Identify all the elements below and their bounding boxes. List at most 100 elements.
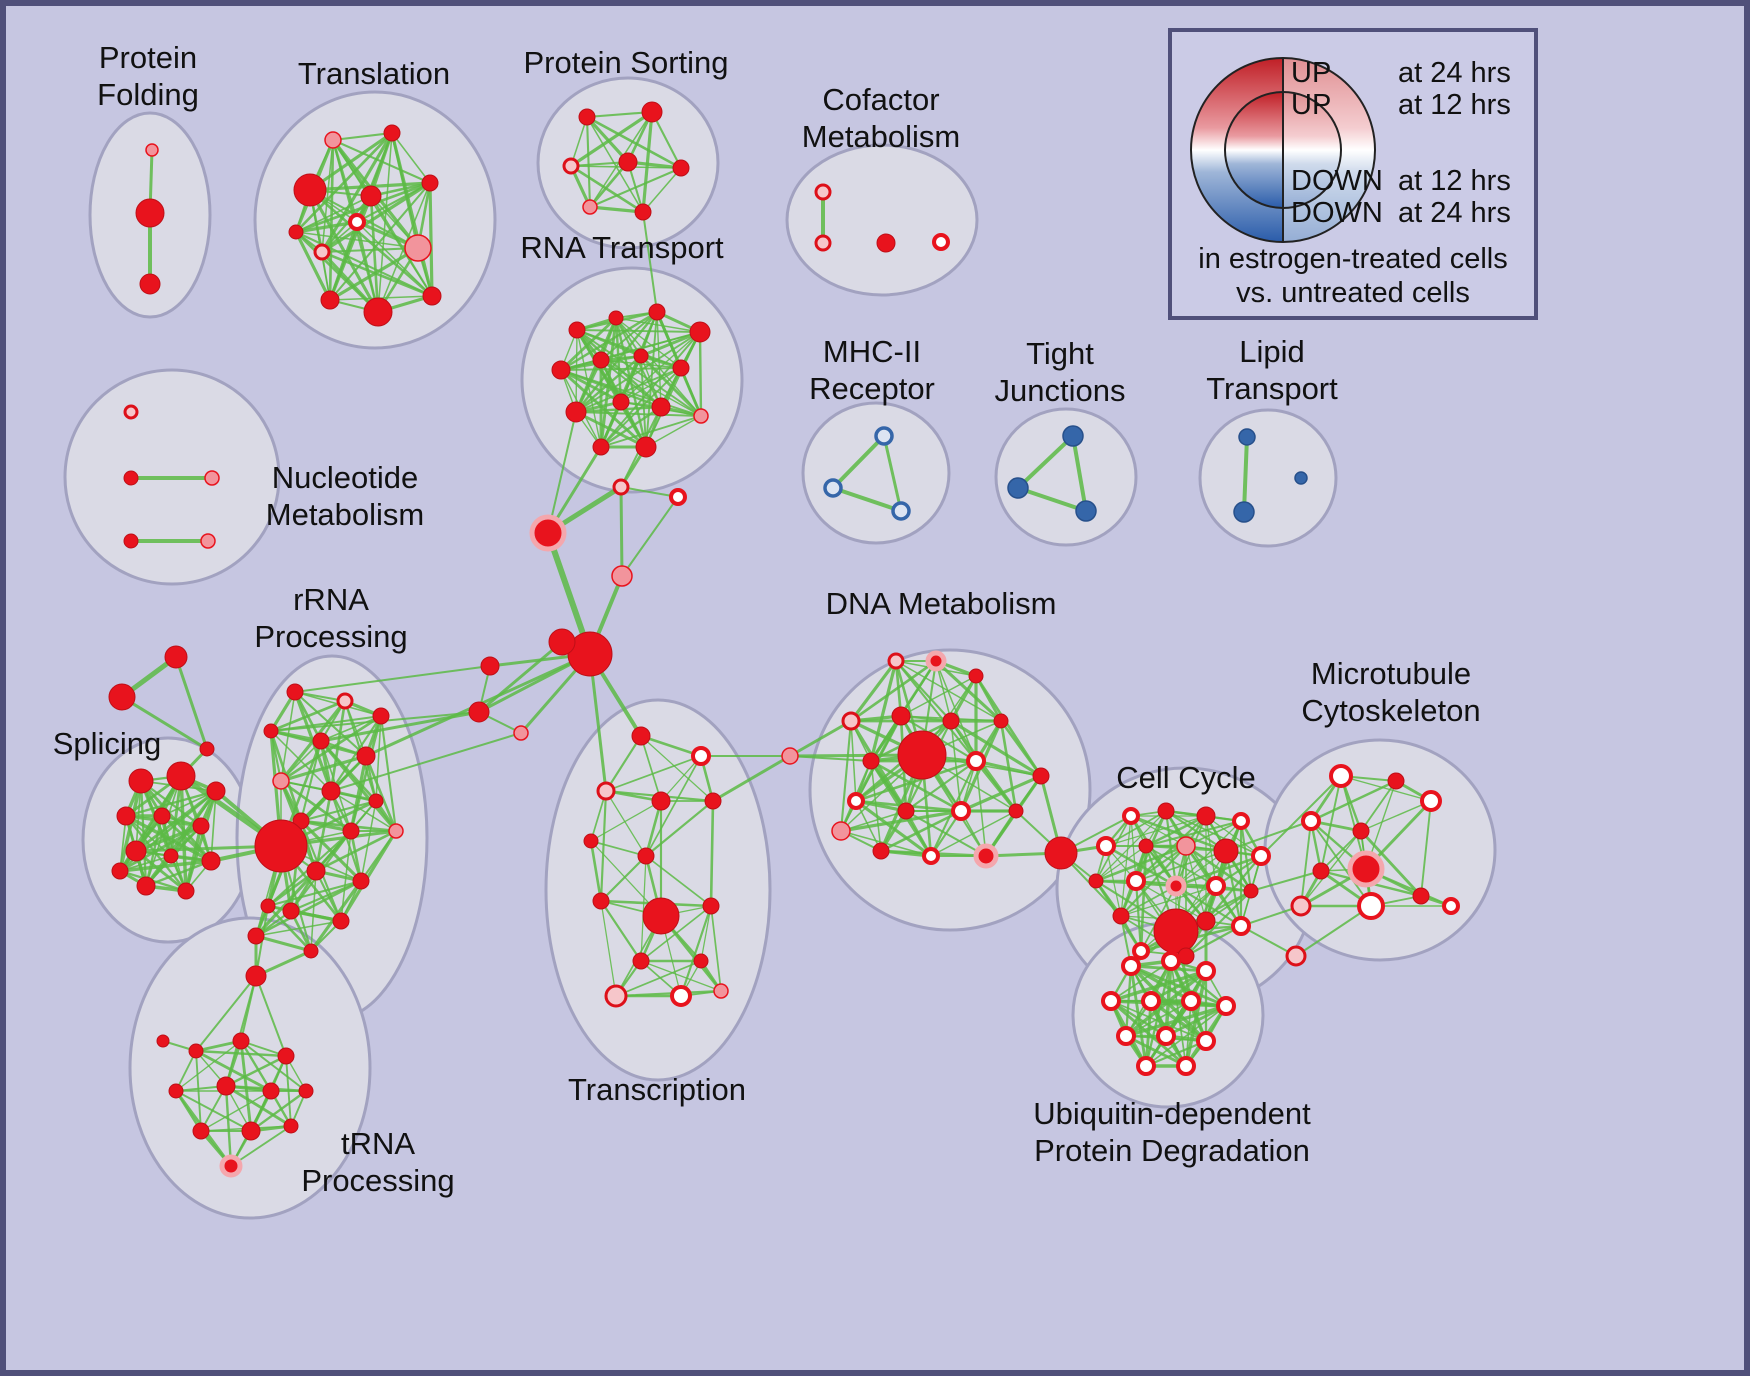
gene-node xyxy=(1196,911,1216,931)
gene-node xyxy=(669,488,687,506)
gene-node xyxy=(1088,873,1104,889)
gene-node xyxy=(168,1083,184,1099)
gene-node xyxy=(1136,1056,1156,1076)
interaction-edge xyxy=(599,789,608,903)
gene-node xyxy=(568,321,586,339)
interaction-edge xyxy=(330,732,522,792)
gene-node xyxy=(232,1032,250,1050)
gene-node xyxy=(693,408,709,424)
interaction-edge xyxy=(175,1090,252,1132)
gene-node xyxy=(874,426,894,446)
interaction-edge xyxy=(831,486,903,513)
gene-node xyxy=(1196,961,1216,981)
gene-node xyxy=(814,234,832,252)
gene-node xyxy=(254,819,308,873)
interaction-edge xyxy=(355,220,380,314)
interaction-edge xyxy=(645,855,712,907)
gene-node xyxy=(360,185,382,207)
gene-node xyxy=(578,108,596,126)
interaction-edge xyxy=(230,1125,292,1167)
interaction-edge xyxy=(266,879,363,908)
legend-up12-label: UP xyxy=(1291,89,1331,121)
gene-node xyxy=(153,807,171,825)
label-splicing: Splicing xyxy=(53,726,162,761)
gene-node xyxy=(321,781,341,801)
cluster-trna-processing xyxy=(128,916,372,1220)
interaction-edge xyxy=(1139,844,1148,953)
gene-node xyxy=(814,183,832,201)
interaction-edge xyxy=(1135,880,1207,922)
interaction-edge xyxy=(949,719,1043,778)
gene-node xyxy=(1251,846,1271,866)
legend-up12-time: at 12 hrs xyxy=(1398,89,1511,121)
gene-node xyxy=(925,650,947,672)
gene-node xyxy=(1062,425,1084,447)
interaction-edge xyxy=(255,920,342,937)
gene-node xyxy=(1290,895,1312,917)
interaction-edge xyxy=(869,759,963,813)
gene-node xyxy=(831,821,851,841)
gene-node xyxy=(1329,764,1353,788)
gene-node xyxy=(562,157,580,175)
interaction-edge xyxy=(600,359,662,408)
gene-node xyxy=(781,747,799,765)
gene-node xyxy=(672,159,690,177)
interaction-edge xyxy=(390,131,434,298)
gene-node xyxy=(1007,477,1029,499)
gene-node xyxy=(108,683,136,711)
gene-node xyxy=(372,707,390,725)
gene-node xyxy=(1122,807,1140,825)
gene-node xyxy=(1243,883,1259,899)
gene-node xyxy=(263,723,279,739)
gene-node xyxy=(363,297,393,327)
gene-node xyxy=(468,701,490,723)
gene-node xyxy=(1044,836,1078,870)
interaction-edge xyxy=(599,854,648,903)
interaction-edge xyxy=(294,131,394,234)
interaction-edge xyxy=(330,790,397,832)
interaction-edge xyxy=(1135,850,1227,882)
interaction-edge xyxy=(569,110,654,168)
gene-node xyxy=(651,397,671,417)
legend-down24-label: DOWN xyxy=(1291,197,1383,229)
interaction-edge xyxy=(1184,924,1243,958)
interaction-edge xyxy=(1130,815,1137,882)
interaction-edge xyxy=(294,230,434,298)
interaction-edge xyxy=(239,1039,253,1133)
interaction-edge xyxy=(605,790,647,857)
interaction-edge xyxy=(134,849,188,893)
interaction-edge xyxy=(854,759,978,803)
gene-node xyxy=(260,898,276,914)
interaction-edge xyxy=(660,755,702,802)
interaction-edge xyxy=(679,904,713,998)
gene-node xyxy=(123,533,139,549)
interaction-edge xyxy=(974,759,1043,778)
gene-node xyxy=(887,652,905,670)
interaction-edge xyxy=(788,719,853,758)
interaction-edge xyxy=(621,496,679,577)
gene-node xyxy=(1121,956,1141,976)
gene-node xyxy=(1347,850,1385,888)
gene-node xyxy=(651,791,671,811)
interaction-edge xyxy=(850,720,857,802)
interaction-edge xyxy=(644,799,715,858)
gene-node xyxy=(1032,767,1050,785)
gene-node xyxy=(164,645,188,669)
gene-node xyxy=(1412,887,1430,905)
gene-node xyxy=(966,751,986,771)
gene-node xyxy=(551,360,571,380)
interaction-edge xyxy=(1320,830,1362,872)
interaction-edge xyxy=(1144,999,1153,1068)
gene-node xyxy=(968,668,984,684)
interaction-edge xyxy=(585,115,630,164)
gene-node xyxy=(332,912,350,930)
interaction-edge xyxy=(299,799,378,823)
interaction-edge xyxy=(294,230,380,314)
interaction-edge xyxy=(320,181,432,254)
gene-node xyxy=(352,872,370,890)
legend-right-half-wash xyxy=(1283,58,1375,242)
gene-node xyxy=(286,683,304,701)
interaction-edge xyxy=(1184,844,1253,893)
gene-node xyxy=(672,359,690,377)
